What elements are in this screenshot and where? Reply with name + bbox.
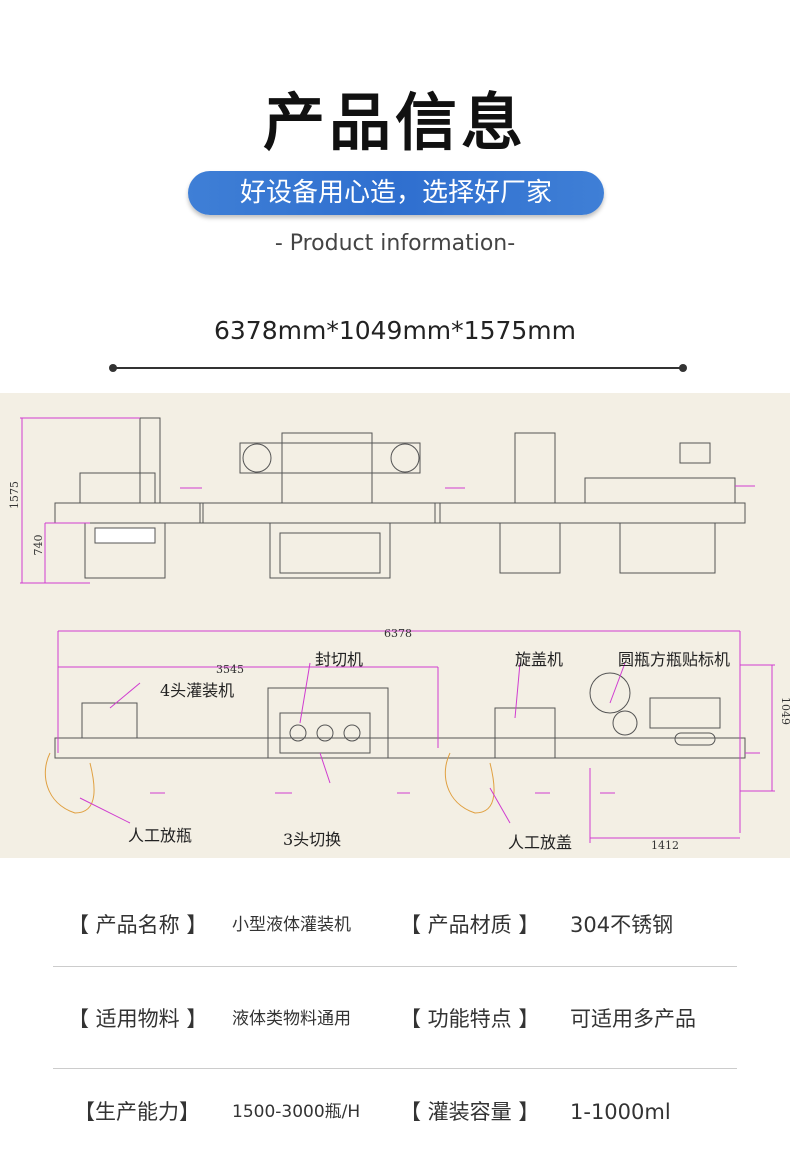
spec-row: 【 产品名称 】 小型液体灌装机 【 产品材质 】 304不锈钢: [60, 905, 740, 945]
spec-value: 1-1000ml: [570, 1100, 671, 1124]
spec-row: 【 适用物料 】 液体类物料通用 【 功能特点 】 可适用多产品: [60, 999, 740, 1039]
spec-key: 【 灌装容量 】: [400, 1100, 540, 1124]
height-table-label: 740: [32, 535, 45, 556]
spec-value: 304不锈钢: [570, 913, 674, 937]
label-manual-cap: 人工放盖: [508, 833, 572, 852]
machine-drawing-svg: 1575 740 6378 3545 1049 1412 4头灌装机 封切机 旋…: [8, 417, 790, 852]
width-label: 1049: [779, 697, 790, 725]
dimensions-text: 6378mm*1049mm*1575mm: [214, 316, 576, 345]
subtitle: - Product information-: [274, 231, 516, 256]
spec-value: 可适用多产品: [570, 1007, 696, 1031]
spec-row: 【生产能力】 1500-3000瓶/H 【 灌装容量 】 1-1000ml: [60, 1092, 740, 1132]
spec-key: 【 产品名称 】: [68, 913, 208, 937]
top-view-machines: [54, 417, 746, 579]
label-labeler: 圆瓶方瓶贴标机: [618, 650, 730, 669]
height-total-label: 1575: [8, 481, 21, 509]
plan-view-machines: [54, 672, 746, 759]
divider-dot-right: [679, 364, 687, 372]
machine-drawing: 1575 740 6378 3545 1049 1412 4头灌装机 封切机 旋…: [0, 393, 790, 858]
labeler-length-label: 1412: [651, 839, 679, 852]
slogan-banner: 好设备用心造，选择好厂家: [188, 171, 604, 215]
spec-value: 小型液体灌装机: [232, 915, 351, 935]
length-total-label: 6378: [384, 627, 412, 640]
spec-key: 【 功能特点 】: [400, 1007, 540, 1031]
row-divider: [53, 1068, 737, 1069]
label-capper: 旋盖机: [515, 650, 563, 669]
spec-key: 【 产品材质 】: [400, 913, 540, 937]
spec-key: 【生产能力】: [74, 1100, 200, 1124]
label-sealer: 封切机: [315, 650, 363, 669]
length-partial-label: 3545: [216, 663, 244, 676]
label-filler: 4头灌装机: [160, 681, 234, 700]
page-title: 产品信息: [262, 86, 527, 159]
spec-value: 液体类物料通用: [232, 1009, 351, 1029]
label-switch: 3头切换: [283, 830, 341, 849]
hand-icon: [44, 752, 495, 814]
spec-value: 1500-3000瓶/H: [232, 1102, 361, 1122]
label-manual-bottle: 人工放瓶: [128, 826, 192, 845]
spec-key: 【 适用物料 】: [68, 1007, 208, 1031]
row-divider: [53, 966, 737, 967]
divider-line: [113, 367, 683, 369]
divider-dot-left: [109, 364, 117, 372]
